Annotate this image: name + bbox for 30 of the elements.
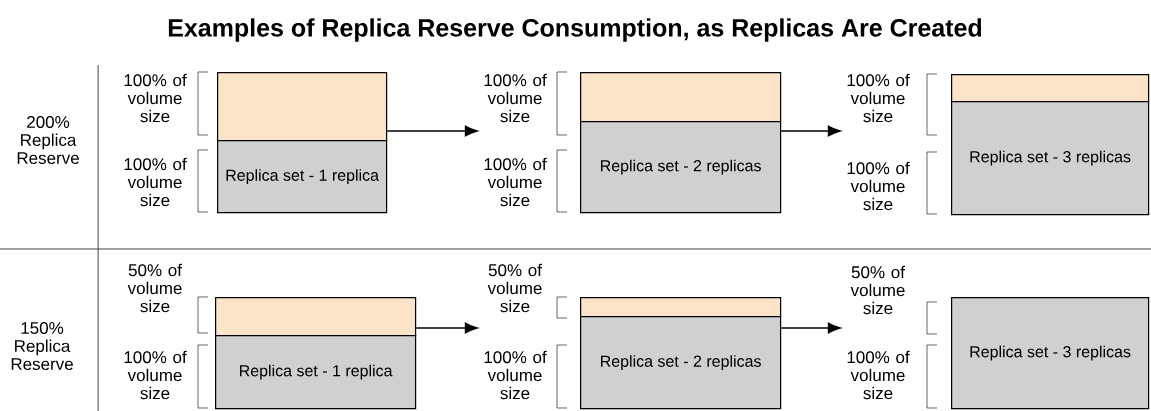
replica-box: Replica set - 3 replicas <box>951 296 1150 410</box>
size-label: 100% of volume size <box>124 73 187 123</box>
size-label: 50% of volume size <box>127 263 182 313</box>
size-label: 100% of volume size <box>847 350 910 400</box>
reserve-box <box>951 74 1150 103</box>
size-label: 50% of volume size <box>850 265 905 315</box>
size-label: 100% of volume size <box>484 157 547 207</box>
arrow <box>780 125 841 137</box>
size-label: 100% of volume size <box>847 73 910 123</box>
reserve-box <box>580 296 782 318</box>
replica-box: Replica set - 1 replica <box>215 334 417 410</box>
size-label: 50% of volume size <box>487 263 542 313</box>
replica-box: Replica set - 2 replicas <box>580 121 782 214</box>
reserve-box <box>217 72 388 142</box>
reserve-box <box>215 296 417 337</box>
arrow <box>415 322 478 334</box>
size-label: 100% of volume size <box>124 350 187 400</box>
replica-box: Replica set - 2 replicas <box>580 315 782 410</box>
title: Examples of Replica Reserve Consumption, as Replicas Are Created <box>168 18 982 42</box>
row-label: 150% Replica Reserve <box>11 321 73 370</box>
reserve-box <box>580 72 782 123</box>
size-label: 100% of volume size <box>847 161 910 211</box>
size-label: 100% of volume size <box>124 157 187 207</box>
replica-box: Replica set - 3 replicas <box>951 101 1150 216</box>
arrow <box>780 322 841 334</box>
size-label: 100% of volume size <box>484 350 547 400</box>
size-label: 100% of volume size <box>484 73 547 123</box>
arrow <box>386 125 478 137</box>
row-label: 200% Replica Reserve <box>17 115 79 164</box>
replica-box: Replica set - 1 replica <box>217 140 388 214</box>
